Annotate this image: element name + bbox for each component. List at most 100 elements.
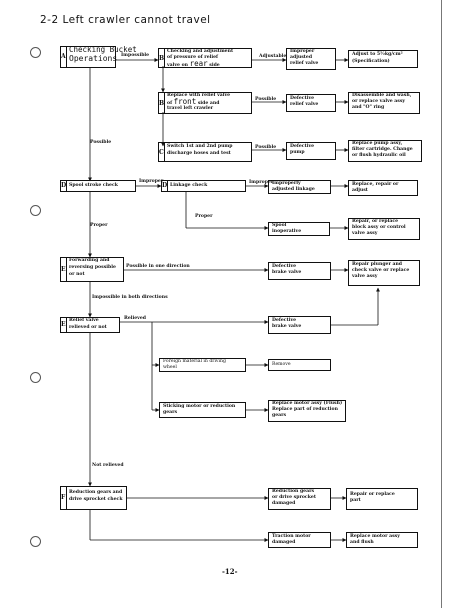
node-b-letter: B (159, 100, 165, 107)
remedy-text: or replace valve assy (352, 99, 406, 104)
remedy-text: Repair plunger and (352, 262, 403, 267)
cause-text: Reduction gears (272, 489, 315, 494)
cause-text: adjusted linkage (272, 187, 315, 192)
cause-text: adjusted (290, 55, 313, 60)
node-f-text: drive sprocket check (69, 497, 123, 502)
node-b-text: side (207, 62, 220, 68)
node-b-text-typed: rear (189, 58, 208, 68)
remedy-text: adjust (352, 188, 368, 193)
cause-defective-brake (268, 316, 331, 334)
binder-hole-icon (30, 536, 41, 547)
cause-text: or drive sprocket (272, 495, 316, 500)
remedy-plunger (348, 260, 420, 286)
remedy-text: Repair, or replace (352, 219, 399, 224)
cause-text: Defective (290, 144, 315, 149)
node-a-text: Operations (69, 54, 118, 63)
node-d2-letter-cell (161, 180, 168, 192)
page-title: 2-2 Left crawler cannot travel (40, 14, 211, 26)
node-d2-letter: D (162, 182, 168, 189)
node-a-letter: A (61, 53, 66, 60)
page-number: -12- (222, 567, 238, 576)
node-e-text: reversing possible (69, 265, 116, 270)
edge-label-improper: Improper (139, 179, 164, 184)
edge-label-not-relieved: Not relieved (92, 463, 124, 468)
node-sticking-text: Sticking motor or reduction (163, 404, 236, 409)
edge-label-relieved: Relieved (124, 316, 146, 321)
remedy-text: filter cartridge. Change (352, 147, 413, 152)
node-b-letter: B (159, 55, 165, 62)
node-c-letter: C (159, 149, 164, 156)
cause-defective-pump (286, 142, 336, 160)
node-f-text: Reduction gears and (69, 490, 123, 495)
remedy-block (348, 218, 420, 240)
node-c-text: Switch 1st and 2nd pump (167, 144, 233, 149)
node-e2-text: Relief valve (69, 318, 99, 323)
remedy-disassemble (348, 92, 420, 114)
node-b-letter-cell (158, 48, 165, 68)
cause-text: damaged (272, 501, 296, 506)
remedy-text: Adjust to 5½kg/cm² (352, 52, 403, 57)
remedy-text: gears (272, 413, 287, 418)
edge-label-impossible: Impossible (121, 53, 150, 58)
node-f-letter: F (61, 494, 66, 501)
binder-hole-icon (30, 372, 41, 383)
cause-text: brake valve (272, 270, 302, 275)
node-d2-text: Linkage check (170, 183, 208, 188)
edge-label-possible: Possible (255, 97, 277, 102)
cause-text: inoperative (272, 229, 302, 234)
remedy-text: Remove (272, 362, 291, 367)
node-a-letter-cell (60, 46, 67, 68)
node-c-text: discharge hoses and test (167, 151, 231, 156)
cause-text: Defective (272, 318, 297, 323)
remedy-pump (348, 140, 422, 162)
node-b-text: Checking and adjustment (167, 49, 234, 54)
cause-text: relief valve (290, 61, 319, 66)
node-b2-text-typed: front (173, 97, 197, 106)
page-edge-rule (441, 0, 442, 608)
node-d-letter-cell (60, 180, 67, 192)
remedy-text: Disassemble and wash, (352, 93, 412, 98)
node-d-text: Spool stroke check (69, 183, 118, 188)
cause-text: Improper (290, 49, 315, 54)
node-d-letter: D (61, 182, 67, 189)
cause-text: damaged (272, 540, 296, 545)
node-e2-text: relieved or not (69, 325, 107, 330)
edge-label-possible: Possible (255, 145, 277, 150)
node-b-text: valve on (167, 62, 190, 68)
edge-label-proper: Proper (90, 223, 108, 228)
remedy-text: Replace part of reduction (272, 407, 338, 412)
edge-label-one-direction: Possible in one direction (126, 264, 190, 269)
node-foreign-text: Foreign material in driving (163, 359, 226, 364)
edge-label-improper: Improper (249, 180, 274, 185)
cause-text: Traction motor (272, 534, 311, 539)
cause-motor-damaged (268, 532, 331, 548)
cause-improper-linkage (268, 180, 331, 194)
node-b2-text: travel left crawler (167, 106, 214, 111)
remedy-text: Replace pump assy, (352, 141, 403, 146)
node-c-letter-cell (158, 142, 165, 162)
remedy-text: part (350, 498, 361, 503)
edge-label-proper: Proper (195, 214, 213, 219)
remedy-text: Replace motor assy (350, 534, 400, 539)
remedy-text: (Specification) (352, 59, 390, 64)
cause-defective-relief (286, 94, 336, 112)
node-b2-text: of (167, 101, 174, 106)
remedy-motor-flush (268, 400, 346, 422)
cause-spool-inoperative (268, 222, 330, 236)
node-sticking-text: gears (163, 410, 178, 415)
cause-defective-brake (268, 262, 331, 280)
remedy-adjust (348, 50, 418, 68)
edge-label-possible: Possible (90, 140, 112, 145)
node-b-letter-cell (158, 92, 165, 114)
remedy-remove (268, 359, 331, 371)
node-e2-letter: E (61, 321, 66, 328)
cause-text: brake valve (272, 324, 302, 329)
node-e-text: or not (69, 272, 85, 277)
node-f-letter-cell (60, 486, 67, 510)
remedy-text: check valve or replace (352, 268, 410, 273)
node-foreign-text: wheel (163, 365, 177, 370)
node-e-letter-cell (60, 257, 67, 282)
node-e-text: Forwarding and (69, 258, 110, 263)
node-e-letter: E (61, 266, 66, 273)
